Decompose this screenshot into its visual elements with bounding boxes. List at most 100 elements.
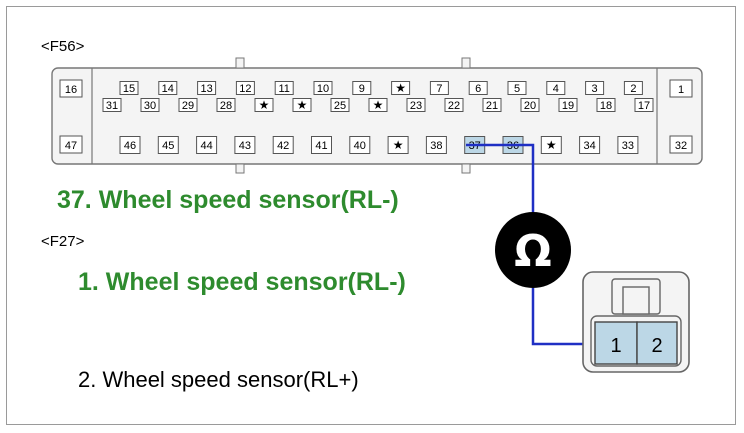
f56-pin-label: ★ — [546, 138, 557, 152]
f56-pin-label: 10 — [317, 83, 329, 95]
f27-connector-tag: <F27> — [41, 233, 85, 250]
f56-pin: 41 — [311, 136, 332, 154]
f56-pin: 30 — [140, 98, 160, 112]
f56-end-pin: 16 — [59, 79, 83, 98]
f27-pin-label: 2 — [651, 335, 662, 357]
f56-pin-star: ★ — [387, 136, 409, 154]
f56-pin-label: 45 — [162, 140, 174, 152]
f56-pin-label: 3 — [592, 83, 598, 95]
f56-pin: 19 — [558, 98, 578, 112]
f56-pin: 33 — [617, 136, 639, 154]
diagram-frame — [6, 6, 736, 425]
f56-pin-star: ★ — [368, 98, 388, 112]
f56-pin: 22 — [444, 98, 464, 112]
f56-end-pin: 47 — [59, 135, 83, 154]
f56-pin: 7 — [429, 81, 449, 95]
f56-pin: 40 — [349, 136, 371, 154]
f56-pin: 17 — [634, 98, 654, 112]
f56-pin-label: 19 — [562, 100, 574, 112]
f56-pin-label: 11 — [278, 83, 289, 95]
f56-pin-label: ★ — [393, 138, 404, 152]
f56-pin: 23 — [406, 98, 426, 112]
f56-pin: 18 — [596, 98, 616, 112]
f56-pin: 42 — [272, 136, 294, 154]
f56-pin: 34 — [579, 136, 601, 154]
f27-latch-inner — [622, 286, 650, 315]
f56-pin: 31 — [102, 98, 122, 112]
f56-tab-bottom-right — [461, 163, 471, 174]
f56-pin-star: ★ — [292, 98, 312, 112]
f56-pin-label: 43 — [239, 140, 251, 152]
f56-pin: 45 — [157, 136, 179, 154]
f56-pin: 43 — [234, 136, 256, 154]
f56-pin-label: 41 — [315, 140, 327, 152]
f56-pin-label: 34 — [583, 140, 595, 152]
f56-pin: 10 — [313, 81, 333, 95]
f56-pin-label: 28 — [220, 100, 232, 112]
f56-pin-label: 32 — [675, 140, 687, 152]
f56-pin-label: 14 — [162, 83, 174, 95]
f56-pin: 28 — [216, 98, 236, 112]
f56-pin: 44 — [196, 136, 218, 154]
f56-tab-top-right — [461, 57, 471, 69]
f56-pin-label: 42 — [277, 140, 289, 152]
f56-pin37-description: 37. Wheel speed sensor(RL-) — [57, 186, 399, 214]
f56-pin: 13 — [197, 81, 217, 95]
f56-pin-label: 13 — [200, 83, 212, 95]
f56-pin-label: 16 — [65, 84, 77, 96]
f56-pin-label: ★ — [373, 98, 384, 112]
ohm-icon: Ω — [514, 226, 551, 277]
f56-pin-label: 31 — [106, 100, 118, 112]
f56-pin-star: ★ — [254, 98, 274, 112]
f56-body — [51, 67, 703, 165]
f56-pin-label: ★ — [297, 98, 308, 112]
f56-pin: 9 — [352, 81, 372, 95]
f56-pin-label: 38 — [430, 140, 442, 152]
f56-pin: 14 — [158, 81, 178, 95]
f56-pin: 21 — [482, 98, 502, 112]
f27-pin1-description: 1. Wheel speed sensor(RL-) — [78, 268, 406, 296]
f56-pin-label: 17 — [638, 100, 650, 112]
f56-pin-label: 25 — [334, 100, 346, 112]
f56-pin-label: ★ — [259, 98, 270, 112]
f56-pin-label: 2 — [630, 83, 636, 95]
f56-tab-top-left — [235, 57, 245, 69]
f56-pin: 11 — [274, 81, 294, 95]
f56-pin: 12 — [235, 81, 255, 95]
f56-pin-label: 46 — [124, 140, 136, 152]
f56-pin-label: 15 — [123, 83, 135, 95]
f56-pin: 4 — [546, 81, 566, 95]
f56-pin-label: 4 — [553, 83, 559, 95]
f56-pin: 20 — [520, 98, 540, 112]
f56-pin-label: 40 — [354, 140, 366, 152]
ohmmeter-body — [495, 212, 571, 288]
f56-pin-star: ★ — [540, 136, 562, 154]
f56-pin-label: 47 — [65, 140, 77, 152]
probe-wires — [466, 143, 603, 346]
f56-connector-tag: <F56> — [41, 38, 85, 55]
f56-pin: 25 — [330, 98, 350, 112]
f56-pin-label: 44 — [200, 140, 212, 152]
f56-pin-label: 6 — [475, 83, 481, 95]
f56-pin: 3 — [585, 81, 605, 95]
f56-pin: 5 — [507, 81, 527, 95]
f56-pin-label: 5 — [514, 83, 520, 95]
f27-pin-2: 2 — [636, 321, 678, 365]
probe-wire-f56 — [466, 143, 535, 212]
f56-pin-label: 29 — [182, 100, 194, 112]
f56-pin-label: 7 — [436, 83, 442, 95]
f56-pin: 6 — [468, 81, 488, 95]
f56-pin-label: 12 — [239, 83, 251, 95]
ohmmeter: Ω — [495, 212, 571, 288]
f27-pin2-description: 2. Wheel speed sensor(RL+) — [78, 367, 359, 392]
f27-pin-1: 1 — [594, 321, 638, 365]
f56-pin-label: 21 — [486, 100, 498, 112]
f56-pin-label: 9 — [359, 83, 365, 95]
f27-pin-label: 1 — [610, 335, 621, 357]
f27-connector: 1 2 — [582, 271, 690, 373]
f56-pin: 38 — [425, 136, 447, 154]
f56-pin: 2 — [623, 81, 643, 95]
f56-pin: 15 — [119, 81, 139, 95]
